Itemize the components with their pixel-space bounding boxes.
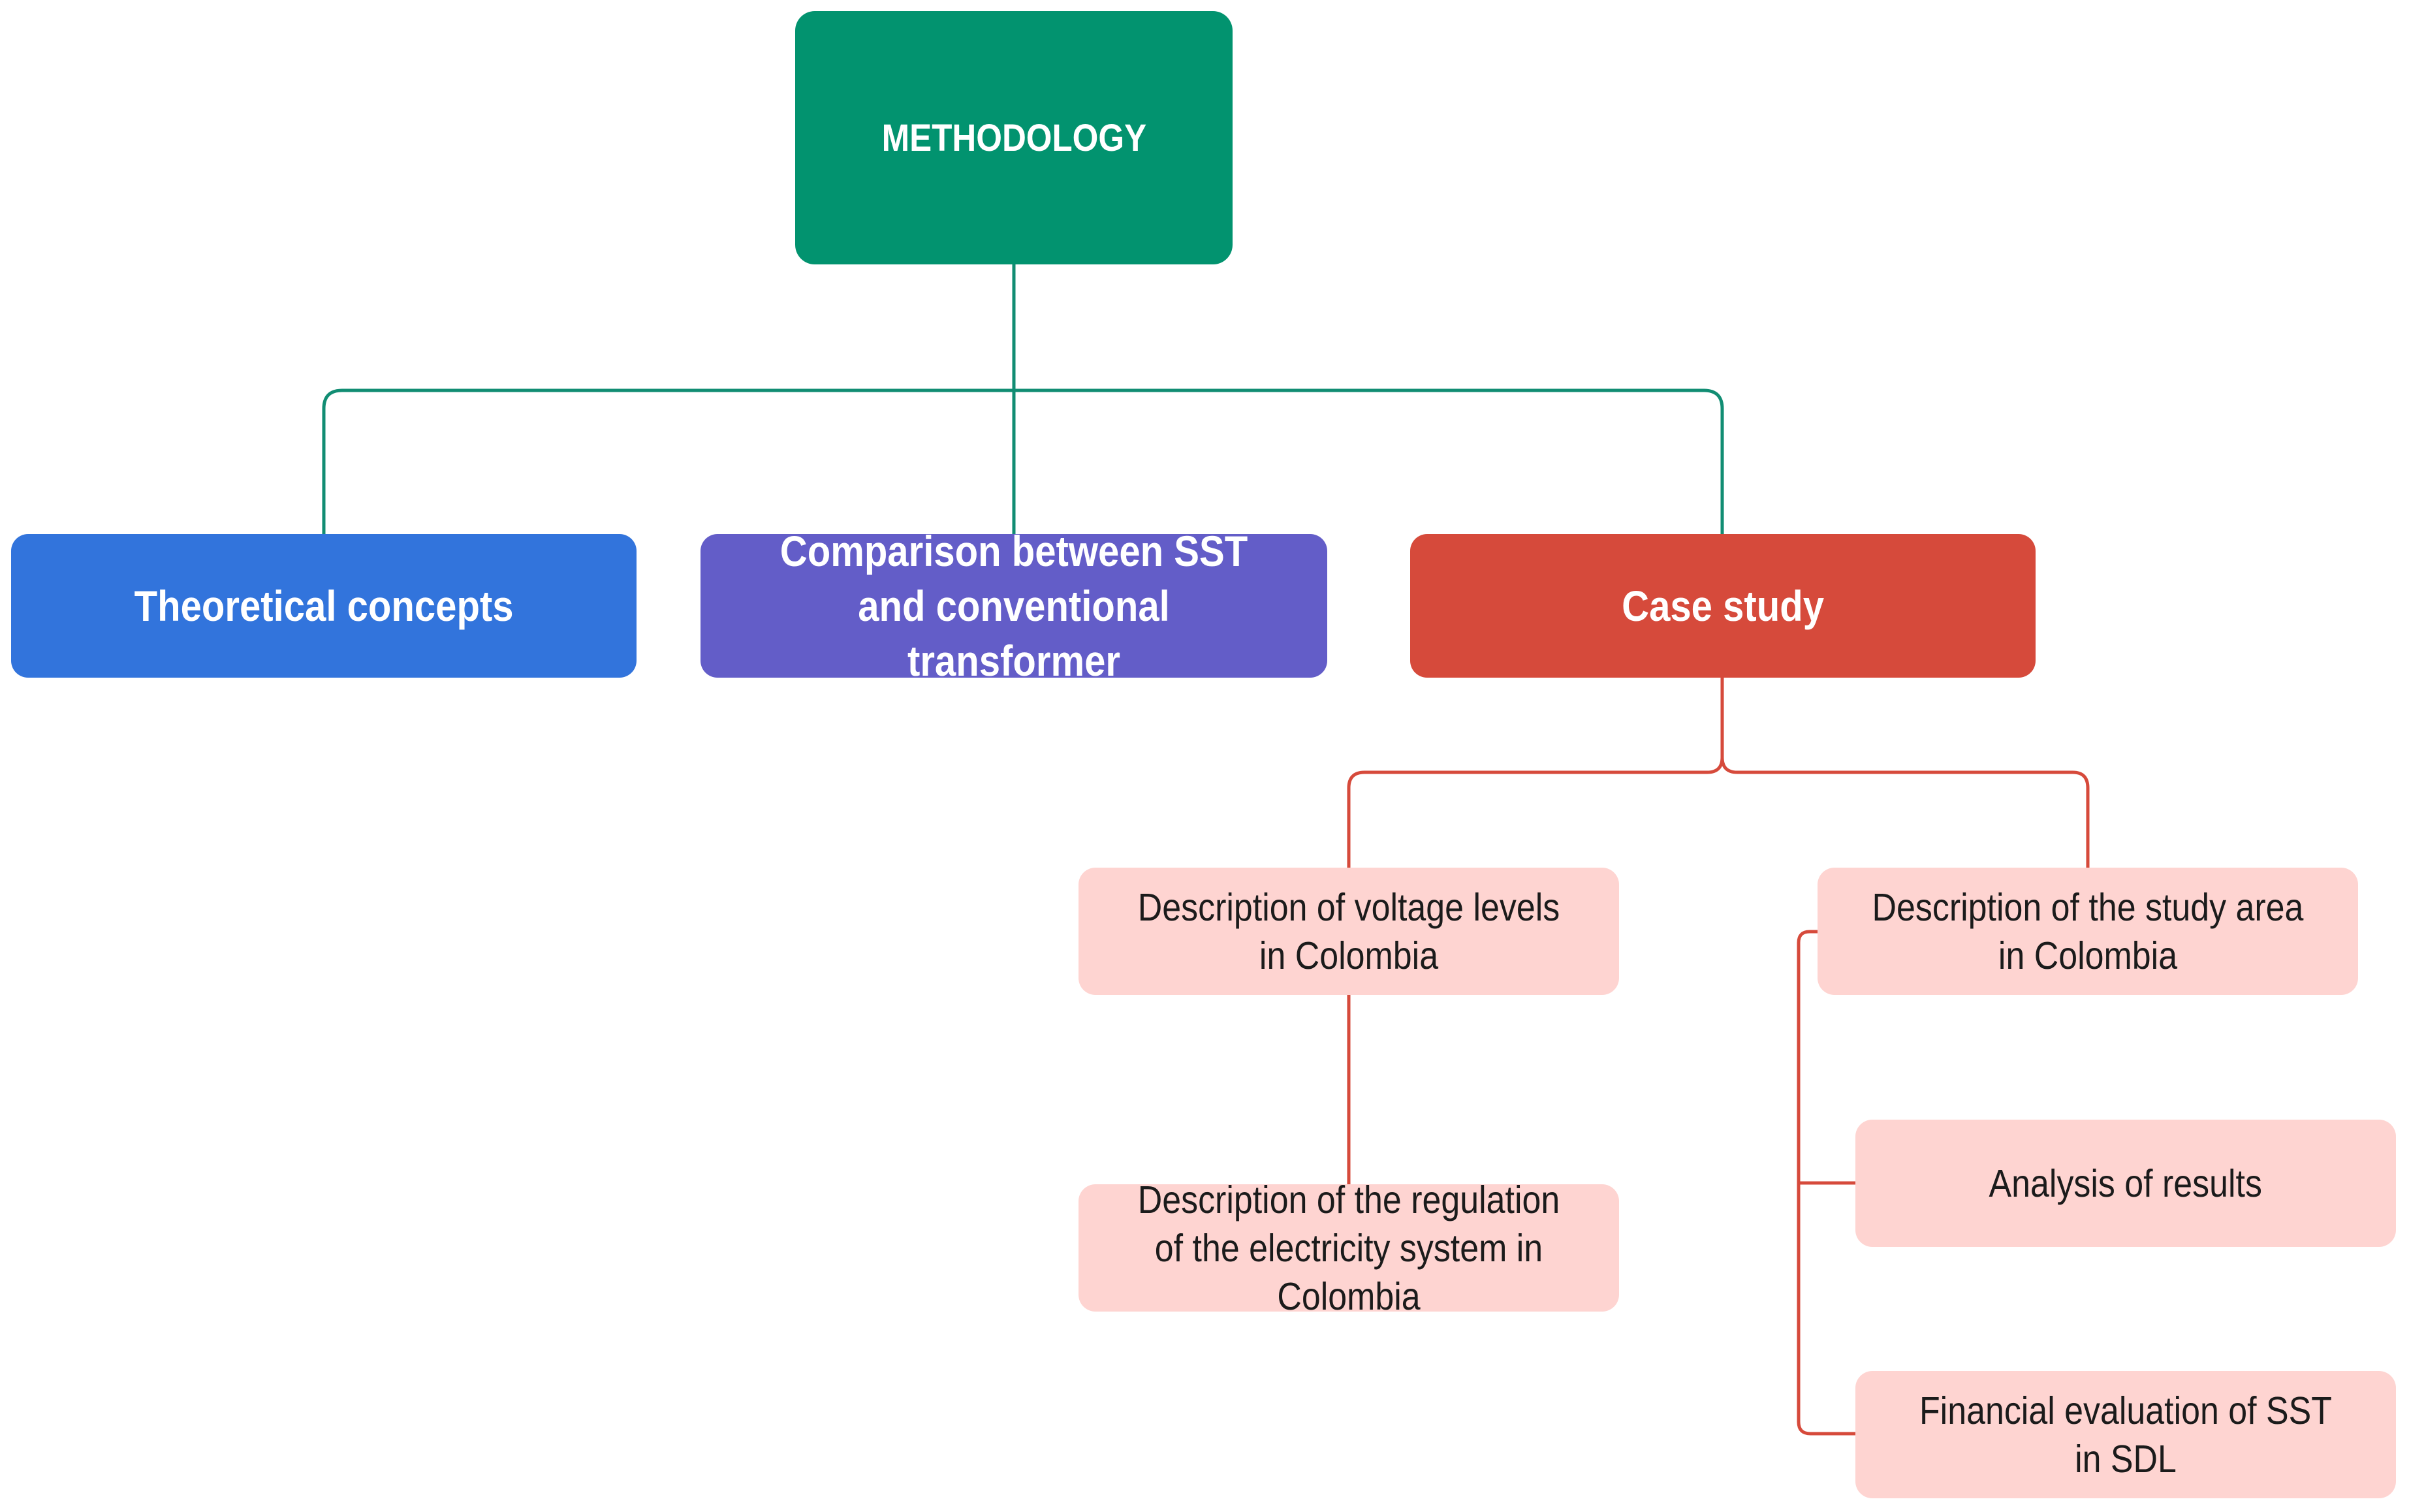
study-area-node: Description of the study area in Colombi… (1818, 868, 2358, 995)
methodology-label: METHODOLOGY (881, 116, 1146, 159)
comparison-node: Comparison between SST and conventional … (701, 527, 1327, 685)
theoretical-concepts-label: Theoretical concepts (134, 582, 514, 630)
case-study-label: Case study (1622, 582, 1824, 630)
comparison-label: Comparison between SST and conventional … (779, 527, 1248, 685)
connector-case-to-study-area (1720, 757, 2090, 868)
theoretical-concepts-node: Theoretical concepts (11, 534, 637, 678)
methodology-node: METHODOLOGY (795, 11, 1233, 264)
connector-green-branch-bar (322, 388, 1724, 534)
regulation-label: Description of the regulation of the ele… (1137, 1178, 1560, 1318)
financial-evaluation-label: Financial evaluation of SST in SDL (1919, 1389, 2333, 1481)
voltage-levels-node: Description of voltage levels in Colombi… (1079, 868, 1619, 995)
case-study-node: Case study (1410, 534, 2036, 678)
regulation-node: Description of the regulation of the ele… (1079, 1178, 1619, 1318)
connector-case-to-children (1347, 678, 1724, 868)
study-area-label: Description of the study area in Colombi… (1872, 885, 2304, 977)
analysis-of-results-label: Analysis of results (1989, 1161, 2263, 1205)
analysis-of-results-node: Analysis of results (1855, 1120, 2396, 1247)
voltage-levels-label: Description of voltage levels in Colombi… (1137, 885, 1560, 977)
financial-evaluation-node: Financial evaluation of SST in SDL (1855, 1371, 2396, 1498)
